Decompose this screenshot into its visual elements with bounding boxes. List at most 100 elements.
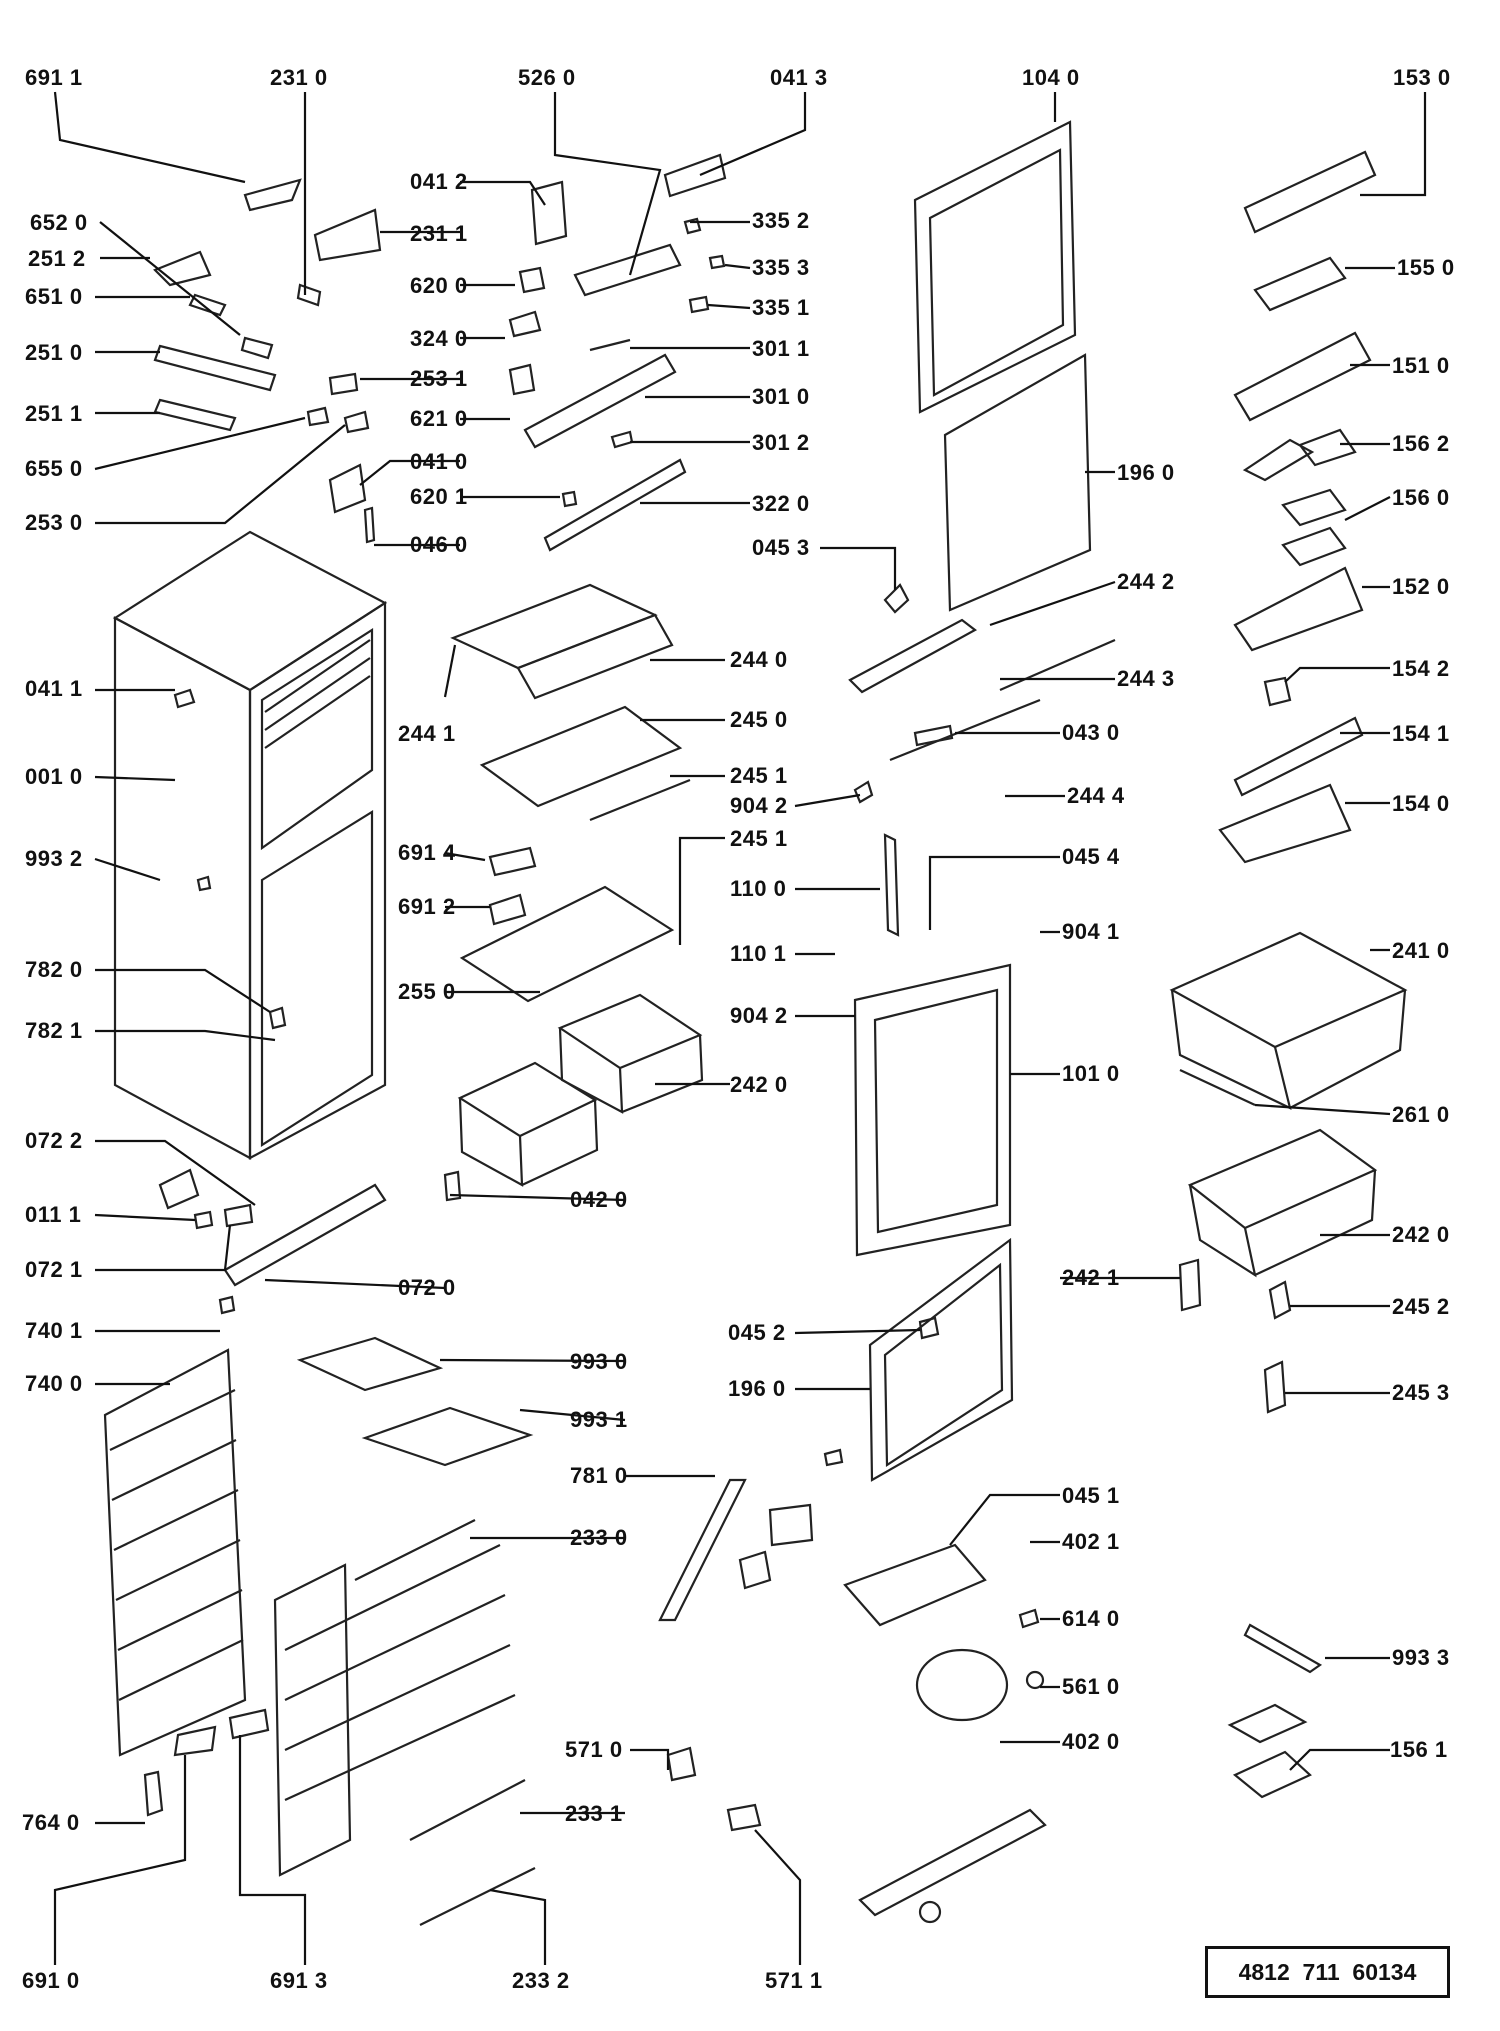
- crisper-tray-b-sides: [558, 1027, 704, 1114]
- part-2530: [343, 410, 370, 434]
- evaporator-coils: [284, 1544, 516, 1802]
- part-label: 245 1: [730, 826, 788, 851]
- part-label: 231 1: [410, 221, 468, 246]
- part-label: 245 2: [1392, 1294, 1450, 1319]
- part-6910: [173, 1725, 217, 1757]
- part-0410: [328, 463, 367, 514]
- part-6912: [488, 893, 527, 926]
- part-label: 245 3: [1392, 1380, 1450, 1405]
- leader-line: [94, 775, 176, 782]
- part-label: 104 0: [1022, 65, 1080, 90]
- part-0451: [823, 1448, 844, 1467]
- drawer-2420: [1187, 1128, 1378, 1230]
- leader-line: [264, 1278, 446, 1290]
- part-6210: [508, 363, 536, 396]
- part-7640: [143, 1770, 164, 1817]
- part-label: 335 3: [752, 255, 810, 280]
- part-label: 301 2: [752, 430, 810, 455]
- part-label: 043 0: [1062, 720, 1120, 745]
- part-label: 691 2: [398, 894, 456, 919]
- part-2421: [1178, 1258, 1202, 1312]
- cabinet-top: [112, 530, 388, 692]
- part-5710: [666, 1746, 697, 1782]
- flap-2442: [848, 618, 978, 694]
- part-2510: [153, 344, 277, 392]
- part-label: 072 2: [25, 1128, 83, 1153]
- part-label: 993 2: [25, 846, 83, 871]
- leader-line: [443, 644, 457, 698]
- leader-line: [449, 1193, 626, 1202]
- leader-line: [94, 1213, 196, 1222]
- freezer-door-inner: [928, 148, 1065, 397]
- part-label: 242 1: [1062, 1265, 1120, 1290]
- part-label: 245 1: [730, 763, 788, 788]
- part-1542: [1263, 676, 1292, 707]
- drain-7200: [223, 1183, 387, 1287]
- part-6550: [306, 406, 330, 427]
- part-label: 153 0: [1393, 65, 1451, 90]
- leader-line: [928, 855, 1060, 930]
- door-bin-1540: [1218, 783, 1352, 864]
- leader-line: [489, 1888, 547, 1965]
- part-label: 620 0: [410, 273, 468, 298]
- glass-2550: [459, 885, 675, 1003]
- part-0420: [443, 1170, 462, 1202]
- part-label: 045 4: [1062, 844, 1120, 869]
- leader-line: [439, 1358, 626, 1363]
- part-3353: [708, 254, 726, 270]
- part-6200: [518, 266, 546, 294]
- part-label: 782 0: [25, 957, 83, 982]
- leader-line: [754, 1829, 802, 1965]
- part-6911: [243, 178, 302, 212]
- condenser-7400: [103, 1348, 247, 1757]
- part-label: 764 0: [22, 1810, 80, 1835]
- shelf-2440-rear: [516, 613, 674, 700]
- part-3220: [543, 458, 687, 552]
- part-0452: [918, 1316, 940, 1340]
- part-label: 244 4: [1067, 783, 1125, 808]
- part-5260: [573, 243, 682, 297]
- cabinet-left-side: [113, 616, 252, 1160]
- part-label: 571 0: [565, 1737, 623, 1762]
- leader-line: [1360, 92, 1427, 197]
- leader-line: [1344, 496, 1391, 521]
- leader-line: [724, 263, 751, 270]
- shelf-2450: [479, 705, 683, 808]
- shelf-2330: [354, 1519, 476, 1581]
- part-label: 244 2: [1117, 569, 1175, 594]
- part-label: 155 0: [1397, 255, 1455, 280]
- part-label: 322 0: [752, 491, 810, 516]
- drawer-2410-sides: [1170, 989, 1407, 1111]
- part-2311: [313, 208, 382, 262]
- shelf-1530: [1243, 150, 1377, 234]
- part-label: 620 1: [410, 484, 468, 509]
- part-3010: [523, 353, 677, 449]
- part-label: 324 0: [410, 326, 468, 351]
- part-label: 042 0: [570, 1187, 628, 1212]
- part-misc-a: [738, 1550, 772, 1590]
- part-2453: [1263, 1360, 1287, 1414]
- part-label: 251 1: [25, 401, 83, 426]
- part-label: 244 1: [398, 721, 456, 746]
- part-label: 251 2: [28, 246, 86, 271]
- tray-1560b: [1281, 526, 1347, 567]
- leader-line: [794, 793, 861, 808]
- part-2452: [1268, 1280, 1292, 1320]
- leader-line: [53, 1755, 187, 1965]
- shelf-2332: [419, 1867, 536, 1926]
- part-label: 253 1: [410, 366, 468, 391]
- leader-line: [707, 303, 751, 310]
- part-label: 154 1: [1392, 721, 1450, 746]
- part-label: 691 4: [398, 840, 456, 865]
- leader-line: [95, 1224, 232, 1272]
- part-label: 072 0: [398, 1275, 456, 1300]
- leader-line: [820, 546, 897, 590]
- condenser-coils: [109, 1389, 244, 1701]
- leader-line: [519, 1408, 626, 1422]
- hinge-1100: [883, 833, 900, 937]
- part-label: 156 1: [1390, 1737, 1448, 1762]
- leader-line: [1289, 1748, 1390, 1771]
- part-label: 335 2: [752, 208, 810, 233]
- part-label: 691 1: [25, 65, 83, 90]
